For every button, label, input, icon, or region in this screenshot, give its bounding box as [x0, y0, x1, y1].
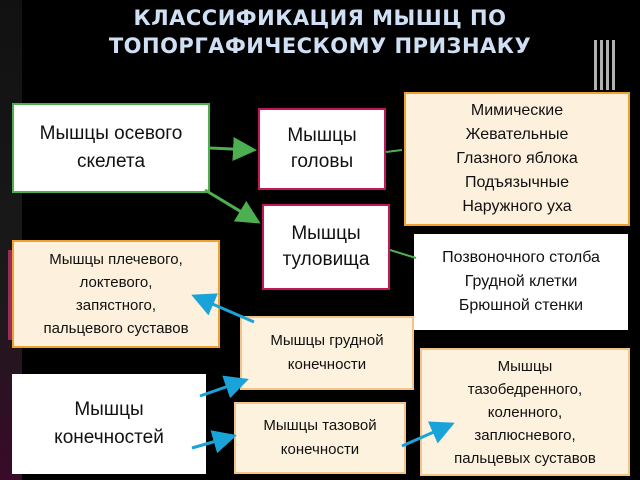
right-decor-pattern: [594, 40, 616, 90]
node-upper-limb: Мышцы грудной конечности: [240, 316, 414, 390]
node-trunk: Мышцы туловища: [262, 204, 390, 290]
slide-title: КЛАССИФИКАЦИЯ МЫШЦ ПО ТОПОРГАФИЧЕСКОМУ П…: [108, 6, 532, 58]
arrow-axial-to-head: [209, 137, 257, 162]
node-trunk-list-label: Позвоночного столба Грудной клетки Брюшн…: [442, 249, 600, 314]
arrow-head-to-list: [385, 149, 403, 153]
node-lower-joints: Мышцы тазобедренного, коленного, заплюсн…: [420, 348, 630, 476]
node-limbs: Мышцы конечностей: [12, 374, 206, 474]
node-head: Мышцы головы: [258, 108, 386, 190]
node-head-list-label: Мимические Жевательные Глазного яблока П…: [456, 102, 578, 215]
node-lower-limb: Мышцы тазовой конечности: [234, 402, 406, 474]
node-axial-skeleton: Мышцы осевого скелета: [12, 103, 210, 193]
node-upper-joints: Мышцы плечевого, локтевого, запястного, …: [12, 240, 220, 348]
node-head-list: Мимические Жевательные Глазного яблока П…: [404, 92, 630, 226]
arrow-lower-limb-to-joints: [401, 421, 455, 448]
node-lower-limb-label: Мышцы тазовой конечности: [263, 417, 377, 458]
node-upper-joints-label: Мышцы плечевого, локтевого, запястного, …: [43, 251, 189, 337]
arrow-trunk-to-list: [389, 249, 417, 259]
node-trunk-label: Мышцы туловища: [282, 223, 370, 270]
arrow-upper-limb-to-joints: [191, 293, 255, 324]
node-head-label: Мышцы головы: [287, 125, 357, 172]
arrow-limbs-to-upper-limb: [199, 375, 249, 399]
arrow-axial-to-trunk: [204, 188, 261, 224]
node-axial-skeleton-label: Мышцы осевого скелета: [39, 123, 183, 172]
node-lower-joints-label: Мышцы тазобедренного, коленного, заплюсн…: [454, 357, 596, 467]
node-upper-limb-label: Мышцы грудной конечности: [270, 332, 384, 373]
left-accent-stripe: [8, 250, 14, 340]
node-trunk-list: Позвоночного столба Грудной клетки Брюшн…: [414, 234, 628, 330]
node-limbs-label: Мышцы конечностей: [54, 399, 164, 448]
arrow-limbs-to-lower-limb: [191, 430, 237, 454]
